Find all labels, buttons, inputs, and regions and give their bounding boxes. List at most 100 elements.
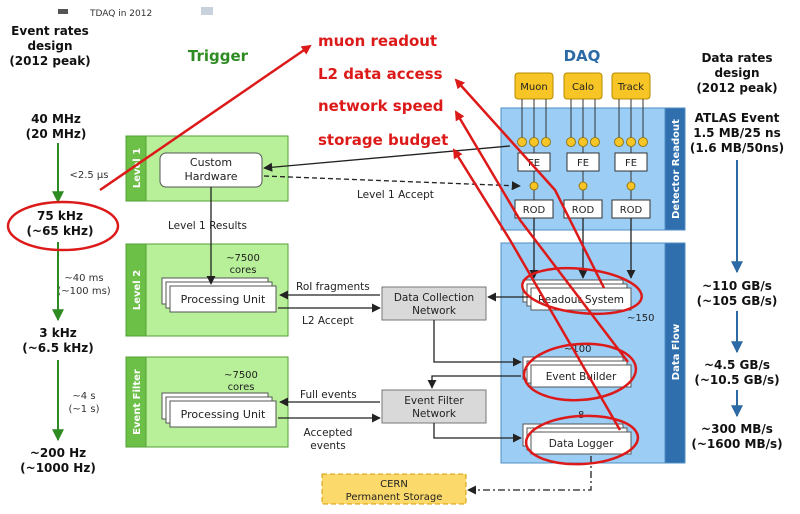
custom-hardware-line1: Custom xyxy=(190,156,232,169)
fe-to-custom-hardware xyxy=(263,145,511,172)
rate-200hz: ~200 Hz xyxy=(30,446,86,460)
muon-detector-label: Muon xyxy=(520,82,547,93)
event-filter-network-box xyxy=(381,389,487,424)
cern-storage-line1: CERN xyxy=(380,479,408,490)
fe-box-calo xyxy=(566,152,600,172)
rate-75khz: 75 kHz xyxy=(37,209,83,223)
data-rates-column: Data rates design (2012 peak) ATLAS Even… xyxy=(690,51,784,451)
data-rate-ros: ~110 GB/s xyxy=(702,279,772,293)
trigger-title: Trigger xyxy=(188,47,249,65)
rate-3khz-actual: (~6.5 kHz) xyxy=(22,341,93,355)
level2-box: Level 2 ~7500 cores Processing Unit xyxy=(125,243,289,337)
data-rates-title-3: (2012 peak) xyxy=(696,81,777,95)
data-flow-tab-label: Data Flow xyxy=(671,324,682,380)
data-rate-ros-actual: (~105 GB/s) xyxy=(697,294,778,308)
daq-title: DAQ xyxy=(564,47,601,65)
tdaq-label: TDAQ in 2012 xyxy=(89,9,152,19)
latency-level2: ~40 ms xyxy=(64,273,103,284)
annotation-arrow-storage xyxy=(452,148,622,431)
data-rate-storage: ~300 MB/s xyxy=(701,422,773,436)
annotation-network-speed: network speed xyxy=(318,97,444,115)
ros-highlight-ellipse xyxy=(521,266,643,316)
l1-accept-nodes xyxy=(529,181,636,191)
annotation-l2-data-access: L2 data access xyxy=(318,65,443,83)
logger-to-storage-arrow xyxy=(467,456,592,495)
level1-accept-arrow xyxy=(263,175,521,191)
level2-cores-label: cores xyxy=(230,265,257,276)
roi-fragments-label: RoI fragments xyxy=(296,281,370,293)
annotation-muon-readout: muon readout xyxy=(318,32,437,50)
ef-processing-unit-label: Processing Unit xyxy=(181,408,266,421)
level2-cores-count: ~7500 xyxy=(226,253,260,264)
event-filter-network-line2: Network xyxy=(412,408,457,420)
event-rates-title-2: design xyxy=(27,39,72,53)
atlas-event-size: 1.5 MB/25 ns xyxy=(693,126,780,140)
annotation-arrow-network xyxy=(454,110,629,363)
rate-3khz: 3 kHz xyxy=(39,326,77,340)
data-rate-eb-actual: (~10.5 GB/s) xyxy=(694,373,779,387)
cern-storage: CERN Permanent Storage xyxy=(321,473,467,505)
event-filter-box: Event Filter ~7500 cores Processing Unit xyxy=(125,356,289,448)
event-filter-network-line1: Event Filter xyxy=(404,395,464,407)
data-flow-tab xyxy=(664,242,686,464)
atlas-event-label: ATLAS Event xyxy=(695,111,780,125)
event-builder-count: ~100 xyxy=(564,344,591,355)
rod-label-track: ROD xyxy=(620,205,643,216)
data-collection-box xyxy=(381,286,487,321)
annotation-arrow-l2 xyxy=(454,78,606,289)
event-rates-column: Event rates design (2012 peak) 40 MHz (2… xyxy=(9,24,96,475)
latency-labels: <2.5 μs ~40 ms (~100 ms) ~4 s (~1 s) xyxy=(57,170,110,415)
eb-highlight-ellipse xyxy=(522,342,638,402)
data-rates-title-1: Data rates xyxy=(701,51,772,65)
event-builder-label: Event Builder xyxy=(546,371,617,383)
fe-label-calo: FE xyxy=(577,158,589,169)
data-collection-line1: Data Collection xyxy=(394,292,474,304)
full-events-label: Full events xyxy=(300,389,357,401)
rod-label-calo: ROD xyxy=(572,205,595,216)
latency-level1: <2.5 μs xyxy=(69,170,108,181)
logger-highlight-ellipse xyxy=(524,414,640,466)
latency-level2-actual: (~100 ms) xyxy=(57,286,110,297)
rate-75khz-actual: (~65 kHz) xyxy=(27,224,94,238)
data-rate-eb: ~4.5 GB/s xyxy=(704,358,770,372)
detector-signal-lines xyxy=(521,99,644,142)
level2-processing-unit-label: Processing Unit xyxy=(181,293,266,306)
accepted-events-line2: events xyxy=(310,440,345,452)
custom-hardware-line2: Hardware xyxy=(184,170,237,183)
accepted-events-line1: Accepted xyxy=(304,427,353,439)
cern-storage-box xyxy=(321,473,467,505)
detector-readout-tab-label: Detector Readout xyxy=(671,119,682,219)
level1-box: Level 1 Custom Hardware xyxy=(125,135,289,202)
fe-label-muon: FE xyxy=(528,158,540,169)
event-rates-title-3: (2012 peak) xyxy=(9,54,90,68)
data-collection-line2: Network xyxy=(412,305,457,317)
latency-ef: ~4 s xyxy=(72,391,95,402)
dcn-to-eb-arrow xyxy=(433,320,522,367)
rate-highlight-ellipse xyxy=(6,200,120,252)
event-filter-tab-label: Event Filter xyxy=(132,369,143,435)
event-filter-network: Event Filter Network xyxy=(381,389,487,424)
efn-to-logger-arrow xyxy=(433,423,522,443)
latency-ef-actual: (~1 s) xyxy=(69,404,100,415)
data-collection-network: Data Collection Network xyxy=(381,286,487,321)
ef-processing-unit xyxy=(169,400,277,428)
level2-processing-unit xyxy=(169,285,277,313)
ef-cores-count: ~7500 xyxy=(224,370,258,381)
fe-label-track: FE xyxy=(625,158,637,169)
track-detector-label: Track xyxy=(617,82,644,93)
flow-labels: Level 1 Accept Level 1 Results RoI fragm… xyxy=(168,189,434,452)
data-rates-title-2: design xyxy=(714,66,759,80)
data-logger-box xyxy=(530,431,632,455)
level1-accept-label: Level 1 Accept xyxy=(357,189,434,201)
rod-label-muon: ROD xyxy=(523,205,546,216)
event-rates-title-1: Event rates xyxy=(11,24,89,38)
data-logger-label: Data Logger xyxy=(549,438,614,450)
cern-storage-line2: Permanent Storage xyxy=(346,492,443,503)
annotation-storage-budget: storage budget xyxy=(318,131,448,149)
detector-readout-tab xyxy=(664,107,686,231)
thumbnail-icon xyxy=(201,7,213,15)
ef-cores-label: cores xyxy=(228,382,255,393)
detector-readout: Detector Readout Muon Calo Track FE FE F… xyxy=(500,72,686,231)
